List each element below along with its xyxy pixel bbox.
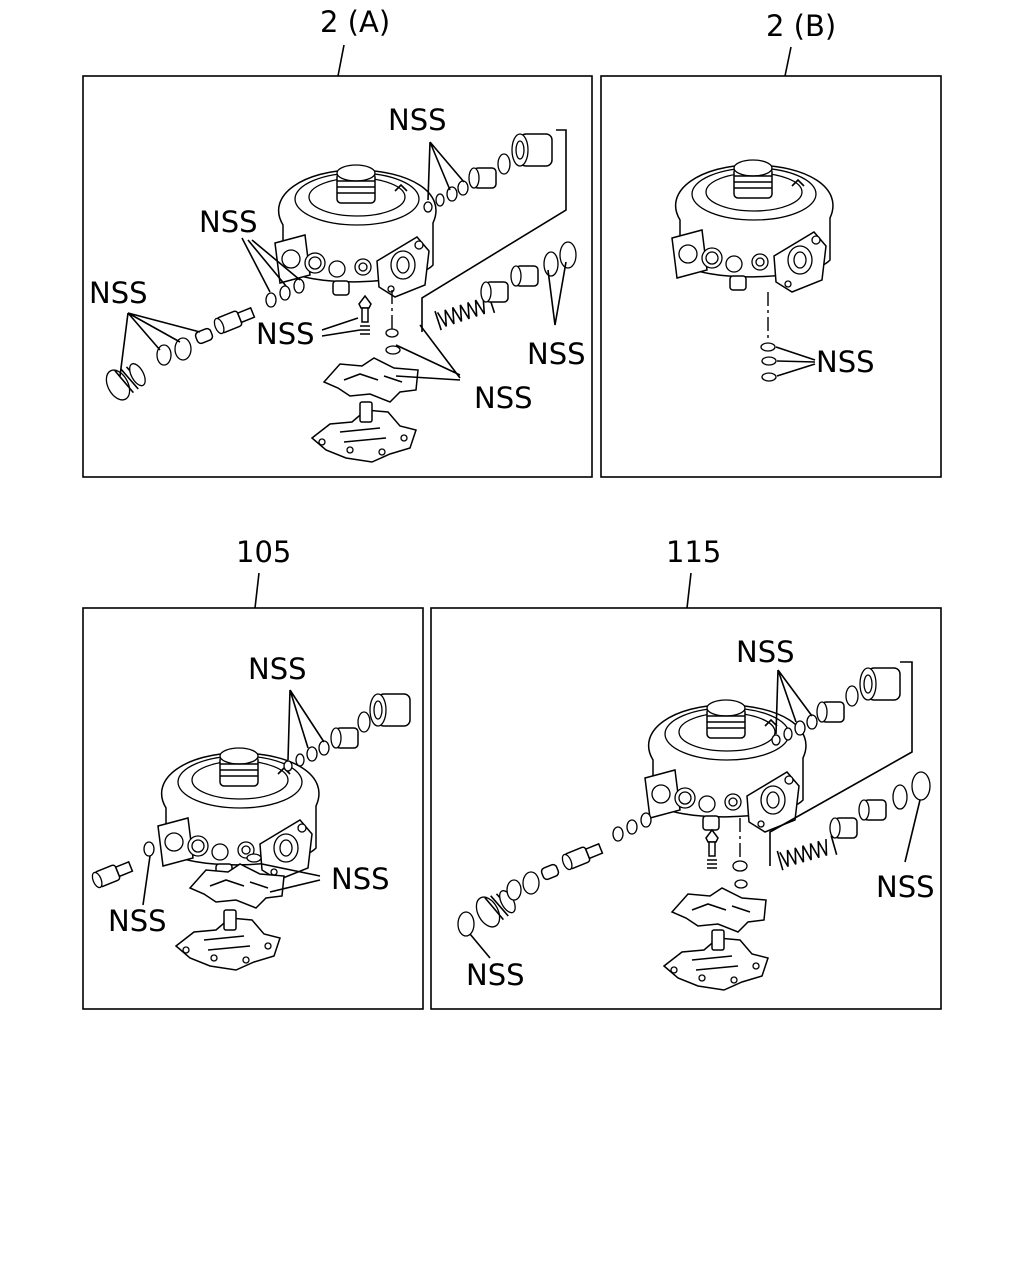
panel-title-2a: 2 (A) (320, 5, 390, 39)
nss-label: NSS (199, 205, 258, 239)
panel-2a: 2 (A) (82, 5, 593, 478)
nss-label: NSS (331, 862, 390, 896)
nss-label: NSS (388, 103, 447, 137)
panel-title-115: 115 (666, 535, 721, 569)
nss-label: NSS (527, 337, 586, 371)
nss-label: NSS (736, 635, 795, 669)
nss-label: NSS (248, 652, 307, 686)
panel-115: 115 NSS NSS NSS (430, 535, 942, 1010)
nss-label: NSS (89, 276, 148, 310)
panel-105: 105 NSS NSS NSS (82, 535, 424, 1010)
panel-title-105: 105 (236, 535, 291, 569)
nss-label: NSS (876, 870, 935, 904)
nss-label: NSS (474, 381, 533, 415)
panel-title-2b: 2 (B) (766, 9, 836, 43)
panel-2b: 2 (B) NSS (600, 9, 942, 478)
nss-label: NSS (256, 317, 315, 351)
nss-label: NSS (816, 345, 875, 379)
nss-label: NSS (466, 958, 525, 992)
nss-label: NSS (108, 904, 167, 938)
